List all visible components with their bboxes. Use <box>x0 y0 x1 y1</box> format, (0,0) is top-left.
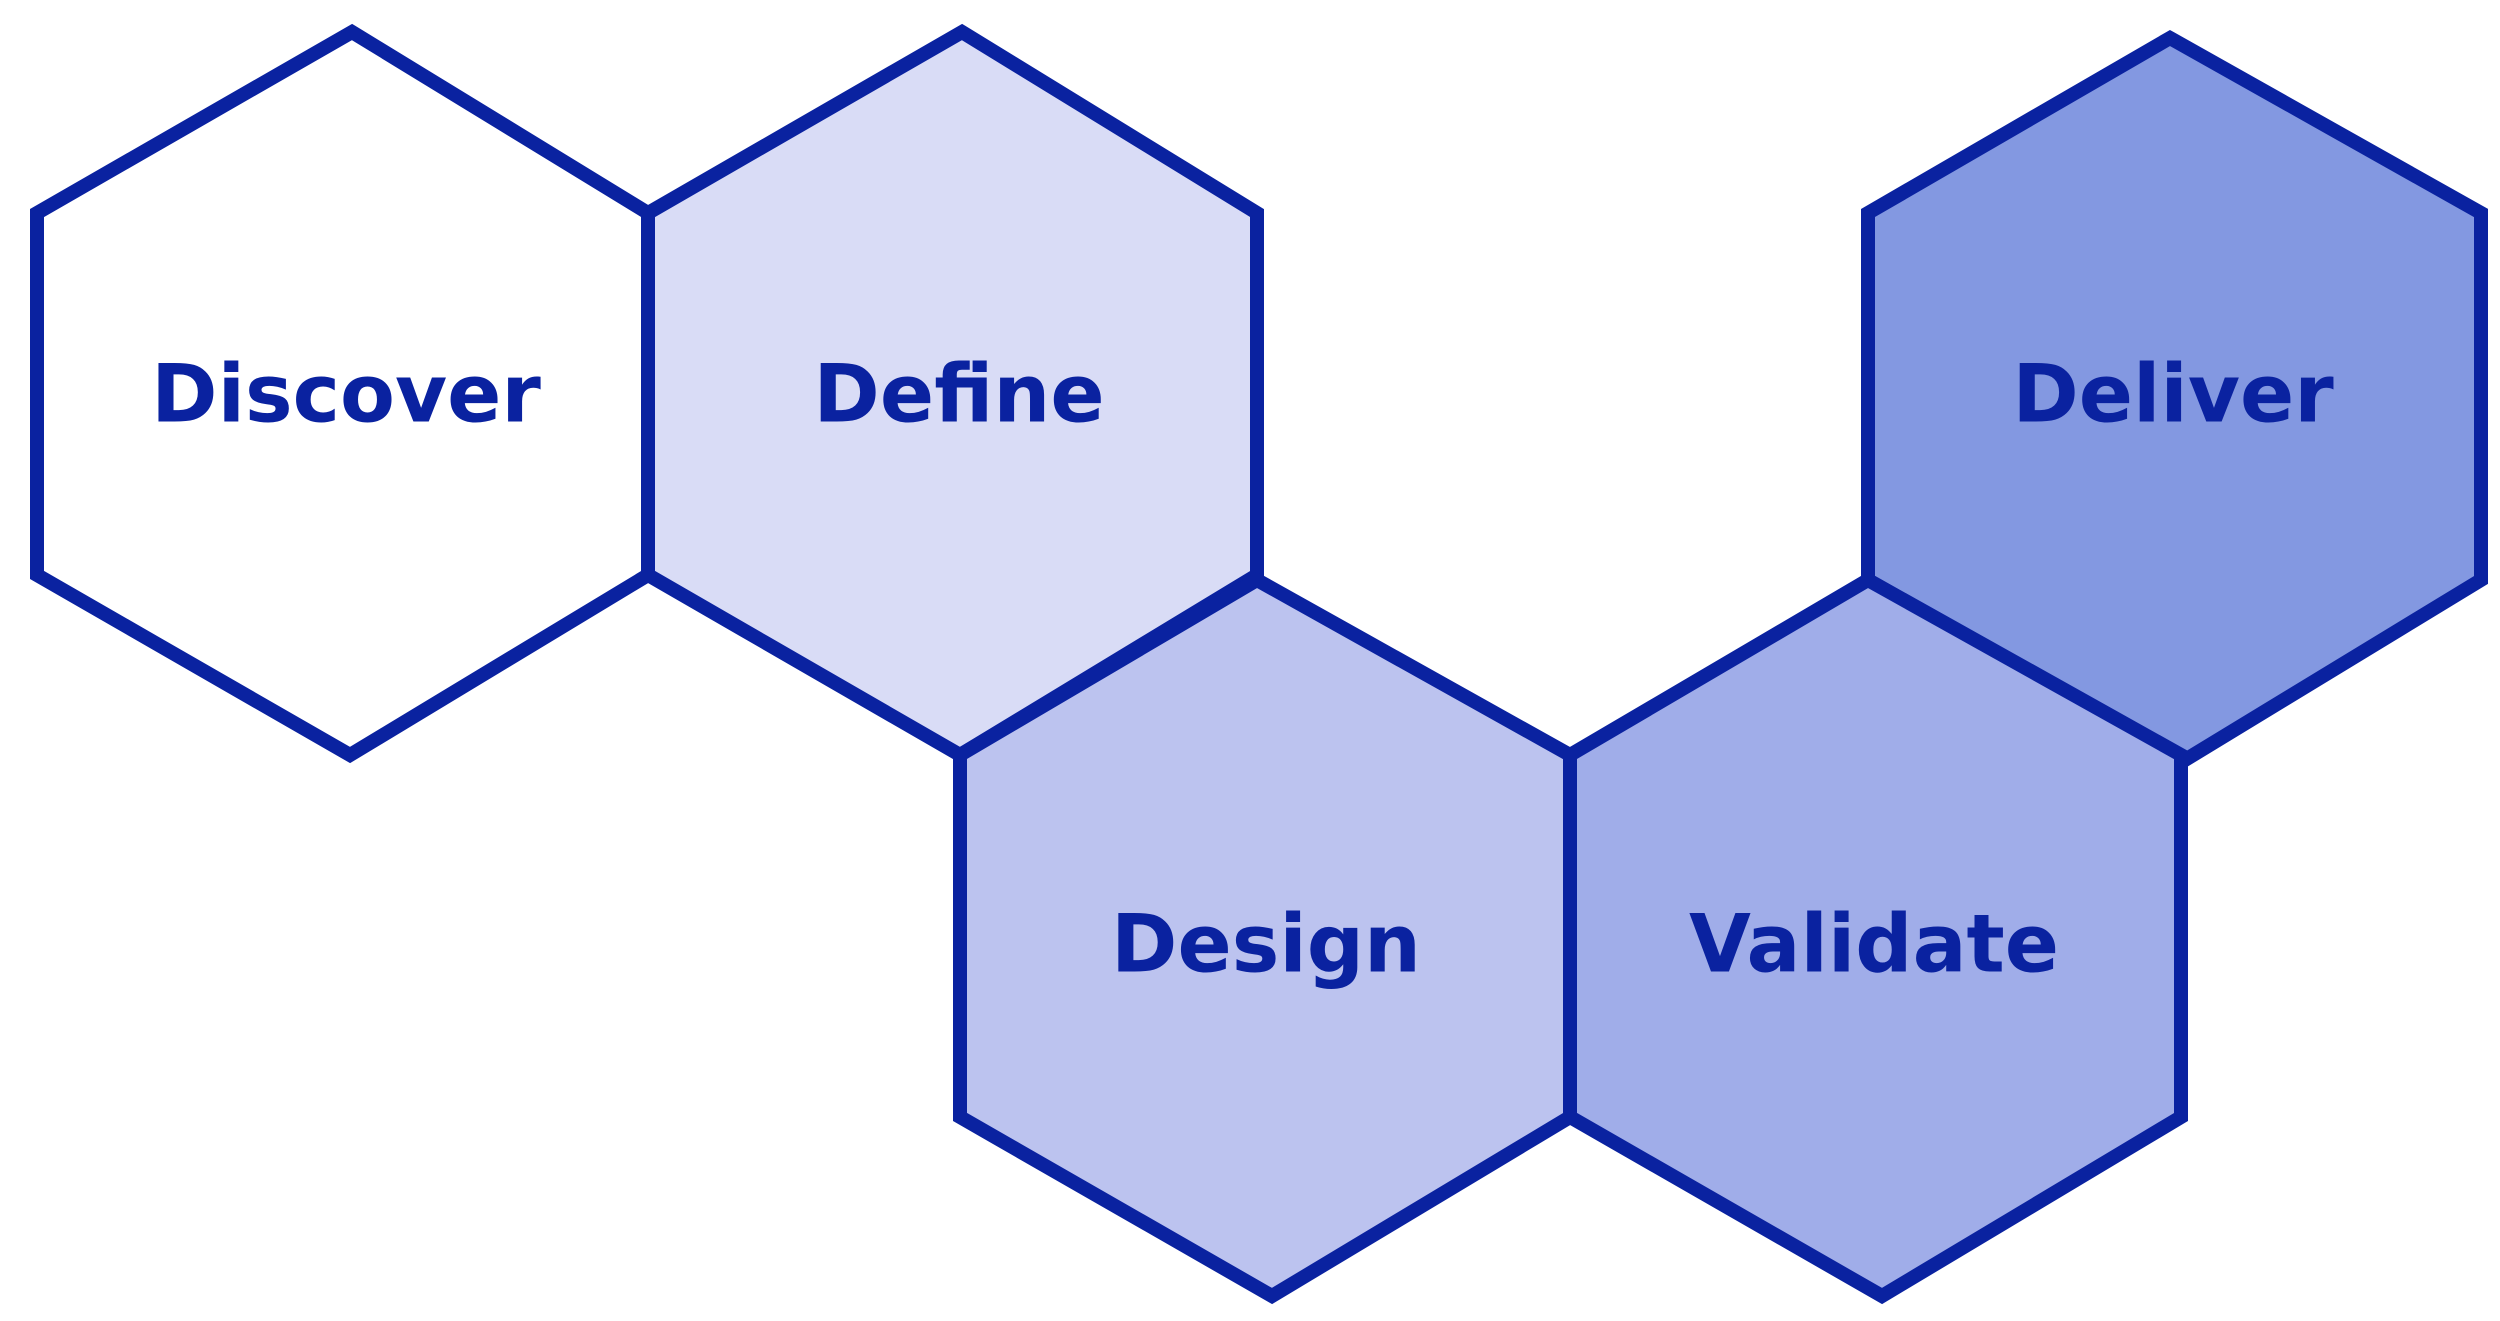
hex-stage-design: Design <box>953 571 1577 1305</box>
hex-stage-discover: Discover <box>30 23 655 764</box>
hex-label-define: Define <box>813 348 1104 441</box>
hex-label-deliver: Deliver <box>2012 348 2334 441</box>
hex-label-discover: Discover <box>151 348 541 441</box>
hex-label-validate: Validate <box>1689 898 2059 991</box>
hex-stage-deliver: Deliver <box>1861 29 2488 769</box>
hex-shape-validate <box>1563 571 2188 1305</box>
hex-label-design: Design <box>1111 898 1421 991</box>
hex-stage-define: Define <box>641 23 1264 764</box>
hex-stage-validate: Validate <box>1563 571 2188 1305</box>
